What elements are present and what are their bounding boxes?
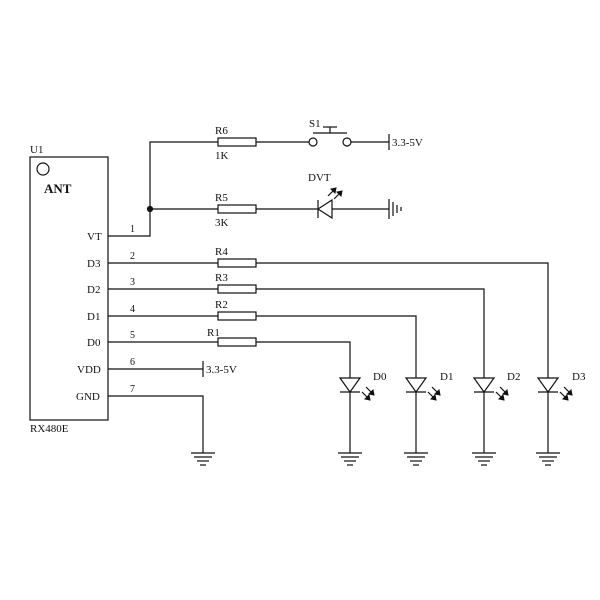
- switch-ref: S1: [309, 118, 321, 130]
- pin-num-7: 7: [130, 384, 135, 395]
- r6-value: 1K: [215, 150, 229, 162]
- ground-icon: [536, 452, 560, 466]
- led-d2-icon: [472, 377, 509, 453]
- ground-icon: [191, 452, 215, 466]
- ground-icon: [472, 452, 496, 466]
- junction-dot: [146, 205, 154, 213]
- resistor-r5: [217, 204, 257, 214]
- pin-num-6: 6: [130, 357, 135, 368]
- r3-ref: R3: [215, 272, 228, 284]
- resistor-r1: [217, 337, 257, 347]
- resistor-r4: [217, 258, 257, 268]
- switch-supply-label: 3.3-5V: [392, 137, 423, 149]
- pin-name-vdd: VDD: [77, 364, 101, 376]
- pin-name-d0: D0: [87, 337, 101, 349]
- r4-ref: R4: [215, 246, 228, 258]
- pin-num-4: 4: [130, 304, 135, 315]
- wire-gnd: [108, 395, 204, 453]
- pin-name-gnd: GND: [76, 391, 100, 403]
- pin-num-3: 3: [130, 277, 135, 288]
- led-d1-icon: [404, 377, 441, 453]
- dvt-ref: DVT: [308, 172, 331, 184]
- antenna-label: ANT: [44, 181, 72, 196]
- led-d3-ref: D3: [572, 371, 586, 383]
- pin-name-d3: D3: [87, 258, 101, 270]
- pin-num-1: 1: [130, 224, 135, 235]
- vdd-supply-label: 3.3-5V: [206, 364, 237, 376]
- pin-num-5: 5: [130, 330, 135, 341]
- wire-r1-to-led-d0: [256, 341, 351, 378]
- resistor-r6: [217, 137, 257, 147]
- resistor-r3: [217, 284, 257, 294]
- wire-r2-to-led-d1: [256, 315, 417, 378]
- pin-name-d1: D1: [87, 311, 100, 323]
- module-part: RX480E: [30, 423, 69, 435]
- pin-num-2: 2: [130, 251, 135, 262]
- ground-icon: [404, 452, 428, 466]
- module-ref: U1: [30, 144, 43, 156]
- wire-vt-to-r6: [108, 141, 218, 237]
- wire-r4-to-led-d3: [256, 262, 549, 378]
- led-d0-icon: [338, 377, 375, 453]
- resistor-r2: [217, 311, 257, 321]
- r5-value: 3K: [215, 217, 229, 229]
- led-dvt-icon: [316, 187, 389, 220]
- led-d0-ref: D0: [373, 371, 387, 383]
- ground-icon: [338, 452, 362, 466]
- led-d2-ref: D2: [507, 371, 520, 383]
- led-d3-icon: [536, 377, 573, 453]
- pin-name-d2: D2: [87, 284, 100, 296]
- r5-ref: R5: [215, 192, 228, 204]
- r6-ref: R6: [215, 125, 228, 137]
- ground-icon: [388, 199, 402, 219]
- wire-r3-to-led-d2: [256, 288, 485, 378]
- r2-ref: R2: [215, 299, 228, 311]
- pin-name-vt: VT: [87, 231, 102, 243]
- r1-ref: R1: [207, 327, 220, 339]
- push-button-s1-icon: [308, 126, 352, 147]
- module-body: [29, 156, 109, 421]
- antenna-circle-icon: [36, 162, 50, 176]
- led-d1-ref: D1: [440, 371, 453, 383]
